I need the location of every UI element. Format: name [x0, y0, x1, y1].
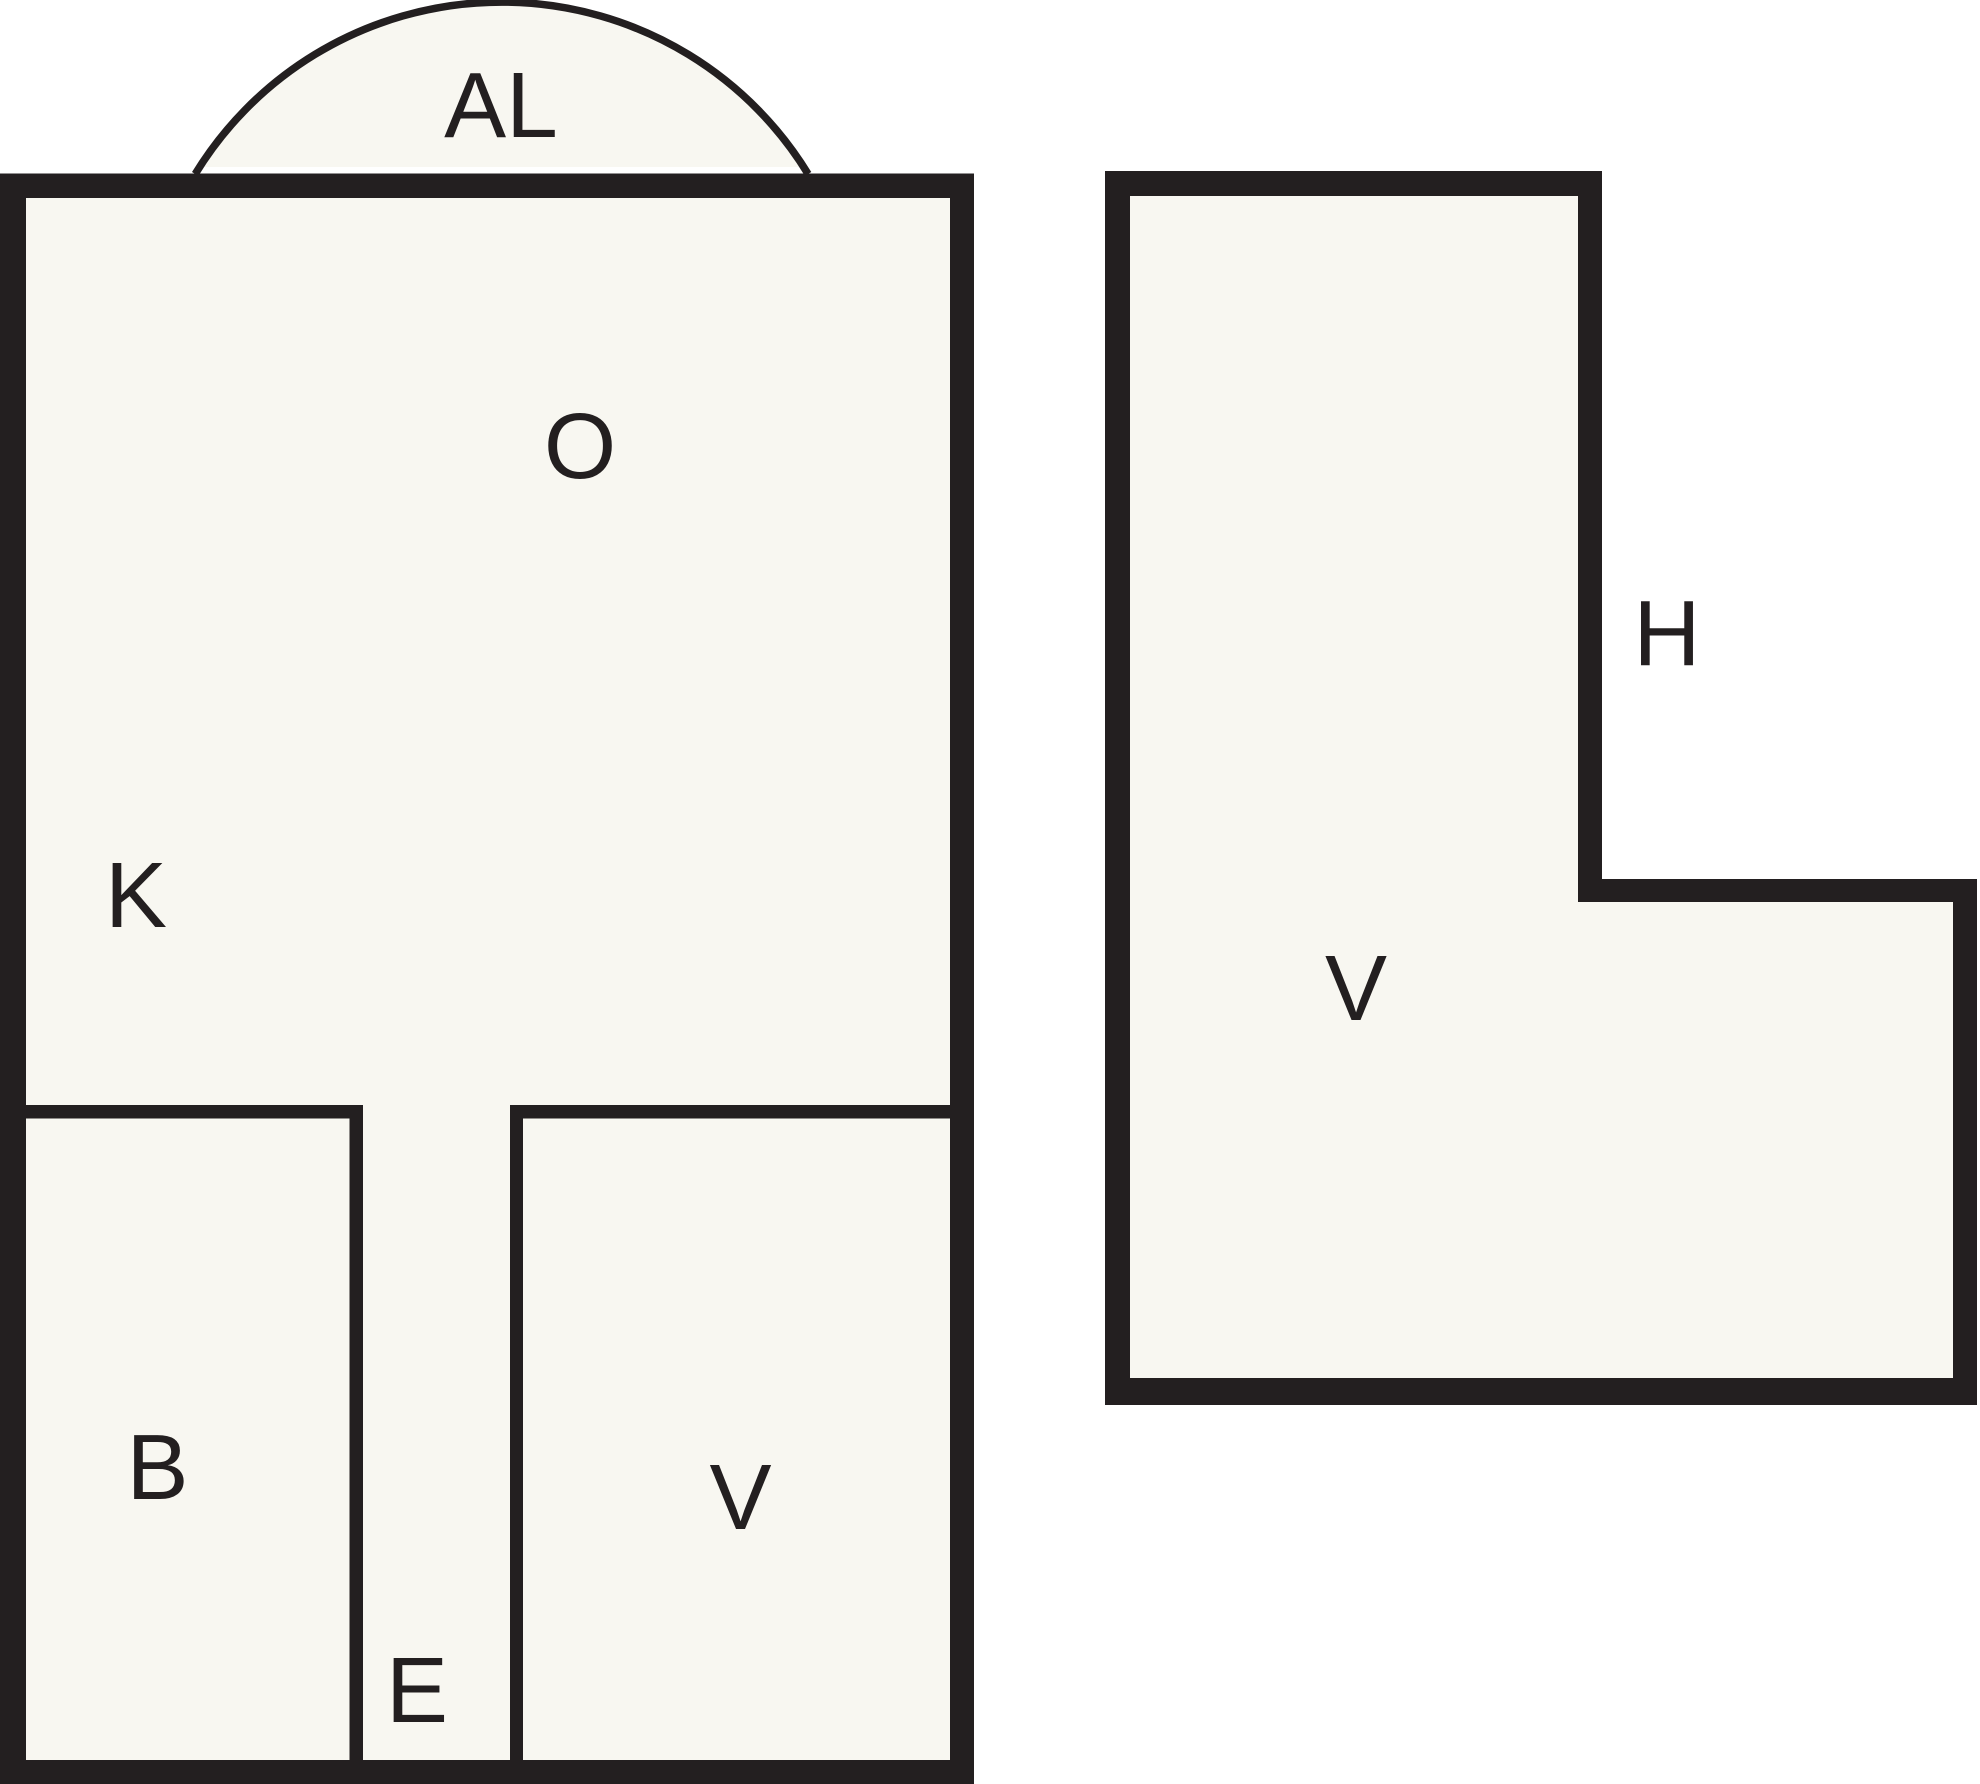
svg-text:AL: AL [444, 53, 558, 157]
svg-text:K: K [105, 843, 167, 947]
svg-text:B: B [126, 1415, 188, 1519]
svg-text:H: H [1633, 581, 1700, 685]
svg-text:V: V [1325, 936, 1387, 1040]
svg-text:V: V [709, 1445, 771, 1549]
svg-text:O: O [544, 394, 616, 498]
svg-text:E: E [386, 1638, 448, 1742]
